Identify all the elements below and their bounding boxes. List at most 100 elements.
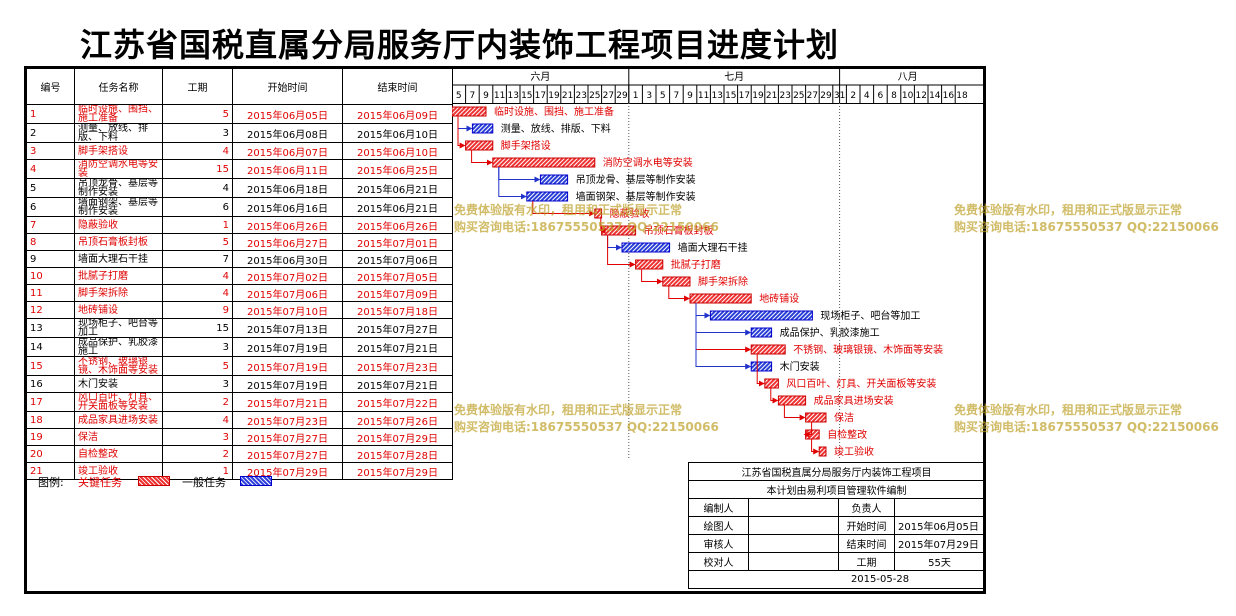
info-compiler-value bbox=[748, 498, 839, 517]
task-start: 2015年07月27日 bbox=[232, 428, 343, 446]
gantt-bar-label: 吊顶龙骨、基层等制作安装 bbox=[576, 173, 696, 186]
task-dur: 5 bbox=[162, 233, 233, 251]
info-end-value: 2015年07月29日 bbox=[894, 534, 985, 553]
day-tick-label: 23 bbox=[575, 91, 586, 101]
gantt-bar bbox=[750, 361, 773, 372]
task-start: 2015年06月27日 bbox=[232, 233, 343, 251]
day-tick-label: 7 bbox=[470, 91, 476, 101]
task-no: 17 bbox=[26, 392, 75, 412]
task-end: 2015年07月28日 bbox=[342, 445, 453, 463]
day-tick-label: 9 bbox=[483, 91, 489, 101]
dependency-link bbox=[695, 303, 752, 353]
task-name: 消防空调水电等安装 bbox=[74, 159, 163, 179]
task-dur: 1 bbox=[162, 216, 233, 234]
gantt-bar bbox=[818, 446, 827, 457]
task-name: 批腻子打磨 bbox=[74, 267, 163, 285]
gantt-bar bbox=[539, 174, 569, 185]
task-no: 15 bbox=[26, 356, 75, 376]
day-tick-label: 4 bbox=[864, 91, 870, 101]
legend-normal-label: 一般任务 bbox=[182, 476, 226, 489]
info-reviewer-value bbox=[748, 534, 839, 553]
task-name: 木门安装 bbox=[74, 375, 163, 393]
gantt-bar-label: 墙面钢架、基层等制作安装 bbox=[576, 190, 696, 203]
task-start: 2015年07月06日 bbox=[232, 284, 343, 302]
task-end: 2015年07月21日 bbox=[342, 337, 453, 357]
gantt-bar bbox=[452, 106, 487, 117]
task-no: 7 bbox=[26, 216, 75, 234]
day-tick-label: 16 bbox=[943, 91, 955, 101]
task-start: 2015年07月27日 bbox=[232, 445, 343, 463]
day-tick-label: 27 bbox=[807, 91, 818, 101]
header-start: 开始时间 bbox=[232, 68, 343, 105]
task-no: 5 bbox=[26, 178, 75, 198]
day-tick-label: 8 bbox=[891, 91, 897, 101]
task-no: 13 bbox=[26, 318, 75, 338]
day-tick-label: 25 bbox=[589, 91, 600, 101]
day-tick-label: 3 bbox=[646, 91, 652, 101]
day-tick-label: 15 bbox=[725, 91, 736, 101]
task-start: 2015年07月23日 bbox=[232, 411, 343, 429]
task-end: 2015年07月23日 bbox=[342, 356, 453, 376]
task-start: 2015年06月11日 bbox=[232, 159, 343, 179]
task-no: 3 bbox=[26, 142, 75, 160]
month-label: 六月 bbox=[530, 71, 550, 83]
task-dur: 5 bbox=[162, 104, 233, 124]
task-dur: 15 bbox=[162, 318, 233, 338]
day-tick-label: 19 bbox=[548, 91, 560, 101]
task-dur: 7 bbox=[162, 250, 233, 268]
gantt-bar-label: 成品家具进场安装 bbox=[814, 394, 894, 407]
task-no: 6 bbox=[26, 197, 75, 217]
task-end: 2015年06月25日 bbox=[342, 159, 453, 179]
task-no: 2 bbox=[26, 123, 75, 143]
month-label: 七月 bbox=[724, 71, 744, 83]
gantt-bar-label: 测量、放线、排版、下料 bbox=[501, 122, 611, 135]
info-drawer-label: 绘图人 bbox=[688, 516, 749, 535]
task-end: 2015年07月18日 bbox=[342, 301, 453, 319]
task-dur: 4 bbox=[162, 178, 233, 198]
task-name: 吊顶龙骨、基层等制作安装 bbox=[74, 178, 163, 198]
task-no: 12 bbox=[26, 301, 75, 319]
task-end: 2015年07月09日 bbox=[342, 284, 453, 302]
task-name: 脚手架搭设 bbox=[74, 142, 163, 160]
day-tick-label: 10 bbox=[902, 91, 914, 101]
day-tick-label: 7 bbox=[674, 91, 680, 101]
header-duration: 工期 bbox=[162, 68, 233, 105]
dependency-link bbox=[756, 354, 765, 387]
info-owner-label: 负责人 bbox=[838, 498, 895, 517]
header-name: 任务名称 bbox=[74, 68, 163, 105]
day-tick-label: 6 bbox=[878, 91, 884, 101]
task-start: 2015年07月21日 bbox=[232, 392, 343, 412]
gantt-bar bbox=[750, 344, 786, 355]
task-end: 2015年07月29日 bbox=[342, 462, 453, 480]
info-software: 本计划由易利项目管理软件编制 bbox=[688, 480, 985, 499]
day-tick-label: 5 bbox=[456, 91, 462, 101]
chart-frame bbox=[24, 66, 986, 594]
gantt-bar-label: 墙面大理石干挂 bbox=[678, 241, 748, 254]
gantt-bar bbox=[662, 276, 691, 287]
gantt-bar-label: 吊顶石膏板封板 bbox=[644, 224, 714, 237]
task-end: 2015年07月06日 bbox=[342, 250, 453, 268]
